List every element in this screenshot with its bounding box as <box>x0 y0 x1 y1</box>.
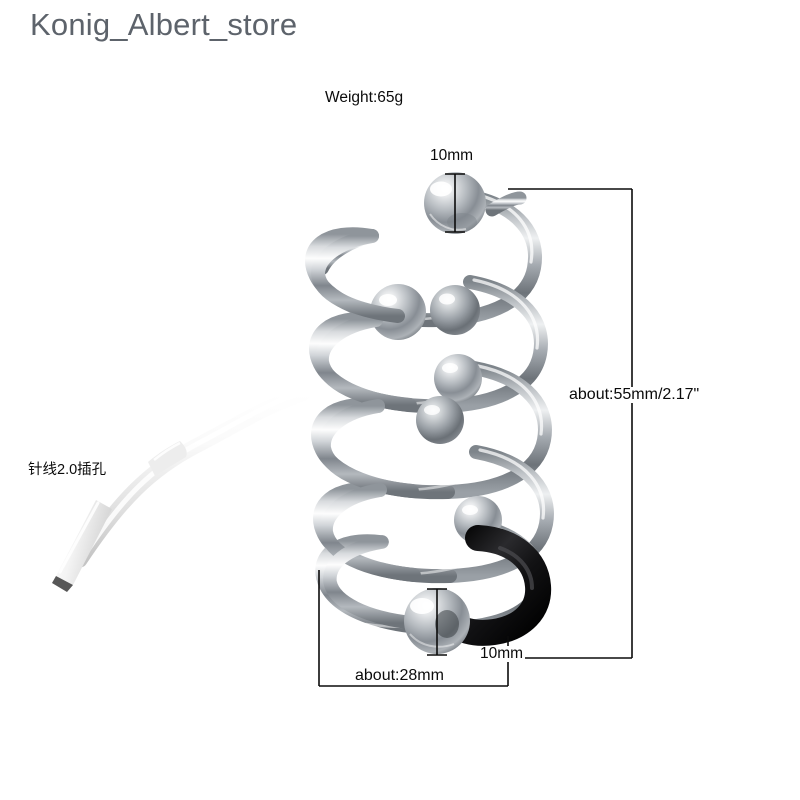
weight-label: Weight:65g <box>325 89 404 106</box>
coil-front-overlay <box>310 229 421 630</box>
bottom-bead-diameter-label: 10mm <box>478 645 526 662</box>
socket-label: 针线2.0插孔 <box>28 462 107 478</box>
rubber-hook <box>435 525 552 646</box>
store-name-title: Konig_Albert_store <box>30 7 298 42</box>
top-bead-dimension <box>445 173 465 233</box>
total-height-label: about:55mm/2.17" <box>566 387 703 403</box>
height-dimension-bracket <box>508 188 633 659</box>
cable-assembly <box>52 386 311 592</box>
total-width-label: about:28mm <box>352 668 447 684</box>
bottom-bead-dimension <box>427 588 447 656</box>
top-bead-diameter-label: 10mm <box>430 147 474 164</box>
